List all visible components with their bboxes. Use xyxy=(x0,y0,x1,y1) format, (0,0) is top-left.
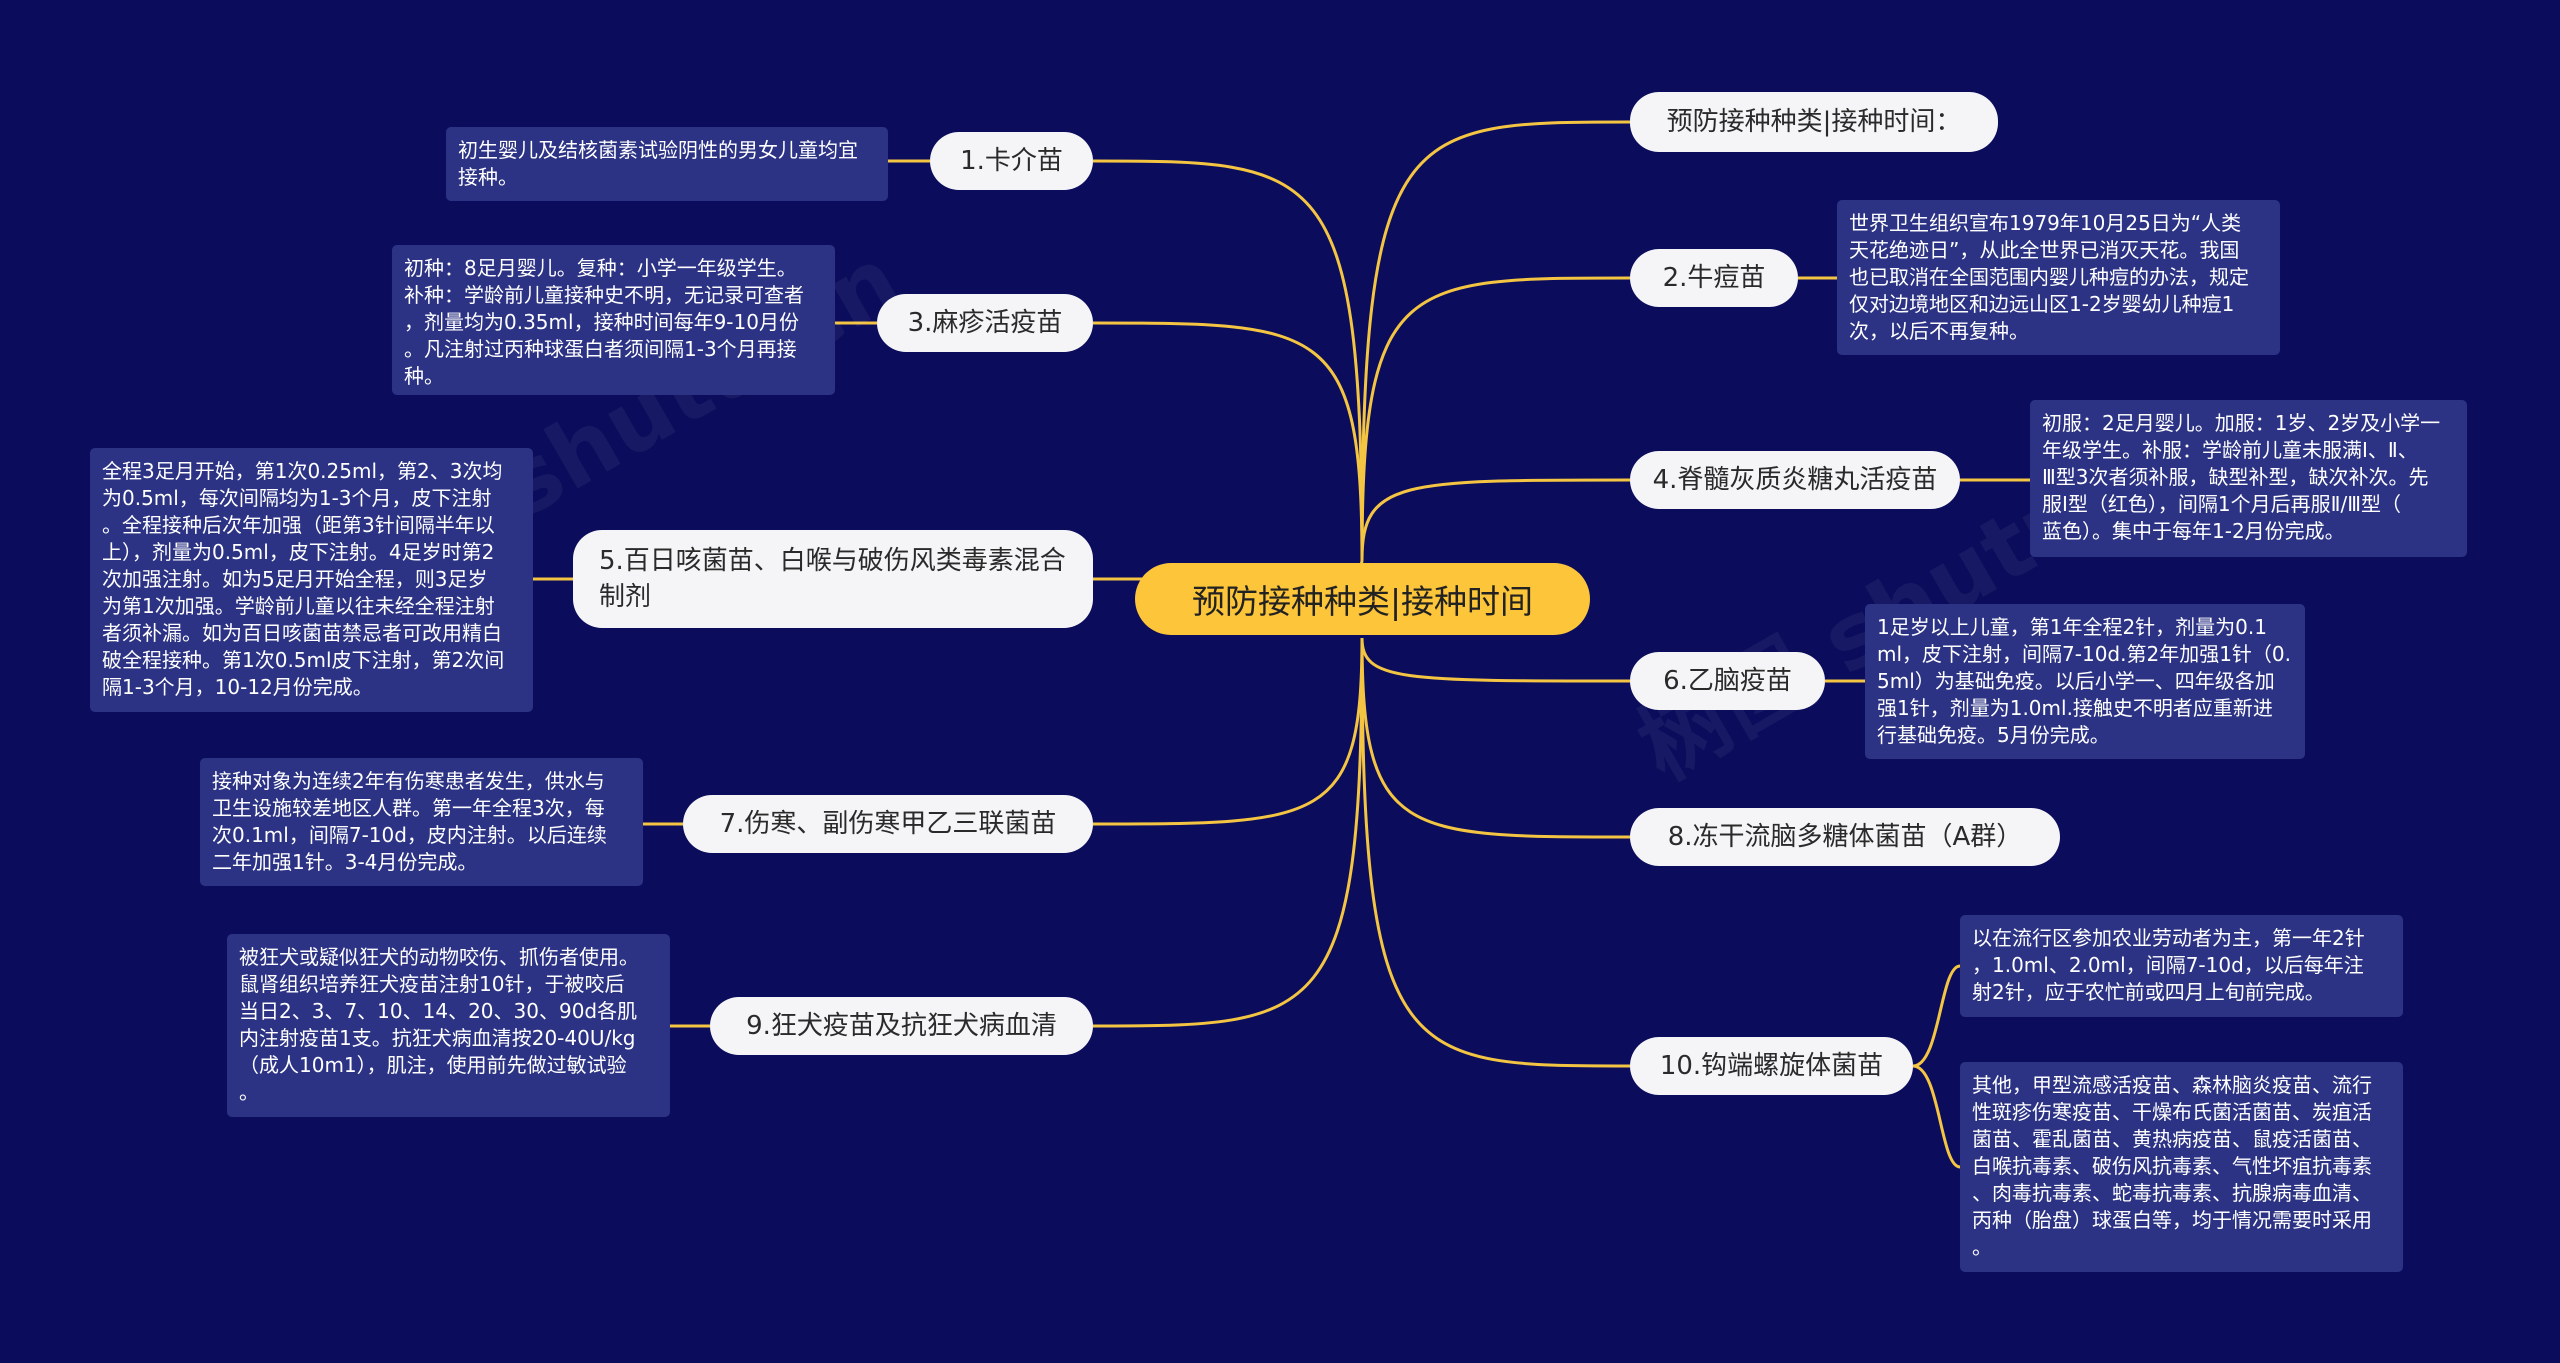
connector-left-4 xyxy=(1092,637,1364,1028)
branch-meningococcal-vaccine[interactable]: 8.冻干流脑多糖体菌苗（A群） xyxy=(1630,808,2060,866)
note-bcg-vaccine: 初生婴儿及结核菌素试验阴性的男女儿童均宜 接种。 xyxy=(446,127,888,201)
branch-je-vaccine[interactable]: 6.乙脑疫苗 xyxy=(1630,652,1825,710)
connector-right-0 xyxy=(1360,120,1631,561)
connector-left-1 xyxy=(1092,321,1364,561)
branch-typhoid-vaccine[interactable]: 7.伤寒、副伤寒甲乙三联菌苗 xyxy=(683,795,1093,853)
note-typhoid-vaccine: 接种对象为连续2年有伤寒患者发生，供水与 卫生设施较差地区人群。第一年全程3次，… xyxy=(200,758,643,886)
connector-right-3 xyxy=(1360,637,1631,683)
branch-smallpox-vaccine[interactable]: 2.牛痘苗 xyxy=(1630,249,1798,307)
branch-measles-vaccine[interactable]: 3.麻疹活疫苗 xyxy=(877,294,1093,352)
connector-right-1 xyxy=(1360,276,1631,561)
branch-bcg-vaccine[interactable]: 1.卡介苗 xyxy=(930,132,1093,190)
connector-right-5 xyxy=(1360,637,1631,1068)
connector-left-0 xyxy=(1092,159,1364,561)
branch-polio-vaccine[interactable]: 4.脊髓灰质炎糖丸活疫苗 xyxy=(1630,451,1960,509)
connector-left-3 xyxy=(1092,637,1364,826)
note-rabies-vaccine: 被狂犬或疑似狂犬的动物咬伤、抓伤者使用。 鼠肾组织培养狂犬疫苗注射10针，于被咬… xyxy=(227,934,670,1117)
branch-rabies-vaccine[interactable]: 9.狂犬疫苗及抗狂犬病血清 xyxy=(710,997,1093,1055)
note-smallpox-vaccine: 世界卫生组织宣布1979年10月25日为“人类 天花绝迹日”，从此全世界已消灭天… xyxy=(1837,200,2280,355)
connector-right-4 xyxy=(1360,637,1631,839)
note-dpt-vaccine: 全程3足月开始，第1次0.25ml，第2、3次均 为0.5ml，每次间隔均为1-… xyxy=(90,448,533,712)
branch-types-and-times[interactable]: 预防接种种类|接种时间： xyxy=(1630,92,1998,152)
note-other-vaccines: 其他，甲型流感活疫苗、森林脑炎疫苗、流行 性斑疹伤寒疫苗、干燥布氏菌活菌苗、炭疽… xyxy=(1960,1062,2403,1272)
branch-dpt-vaccine[interactable]: 5.百日咳菌苗、白喉与破伤风类毒素混合制剂 xyxy=(573,530,1093,628)
connector-right-2 xyxy=(1360,478,1631,561)
note-measles-vaccine: 初种：8足月婴儿。复种：小学一年级学生。 补种：学龄前儿童接种史不明，无记录可查… xyxy=(392,245,835,395)
note-polio-vaccine: 初服：2足月婴儿。加服：1岁、2岁及小学一 年级学生。补服：学龄前儿童未服满Ⅰ、… xyxy=(2030,400,2467,557)
branch-leptospira-vaccine[interactable]: 10.钩端螺旋体菌苗 xyxy=(1630,1037,1913,1095)
note-leptospira-vaccine: 以在流行区参加农业劳动者为主，第一年2针 ，1.0ml、2.0ml，间隔7-10… xyxy=(1960,915,2403,1017)
connector-note-lepto-1 xyxy=(1912,964,1961,1068)
note-je-vaccine: 1足岁以上儿童，第1年全程2针，剂量为0.1 ml，皮下注射，间隔7-10d.第… xyxy=(1865,604,2305,759)
connector-note-lepto-2 xyxy=(1912,1064,1961,1169)
central-topic[interactable]: 预防接种种类|接种时间 xyxy=(1135,563,1590,635)
